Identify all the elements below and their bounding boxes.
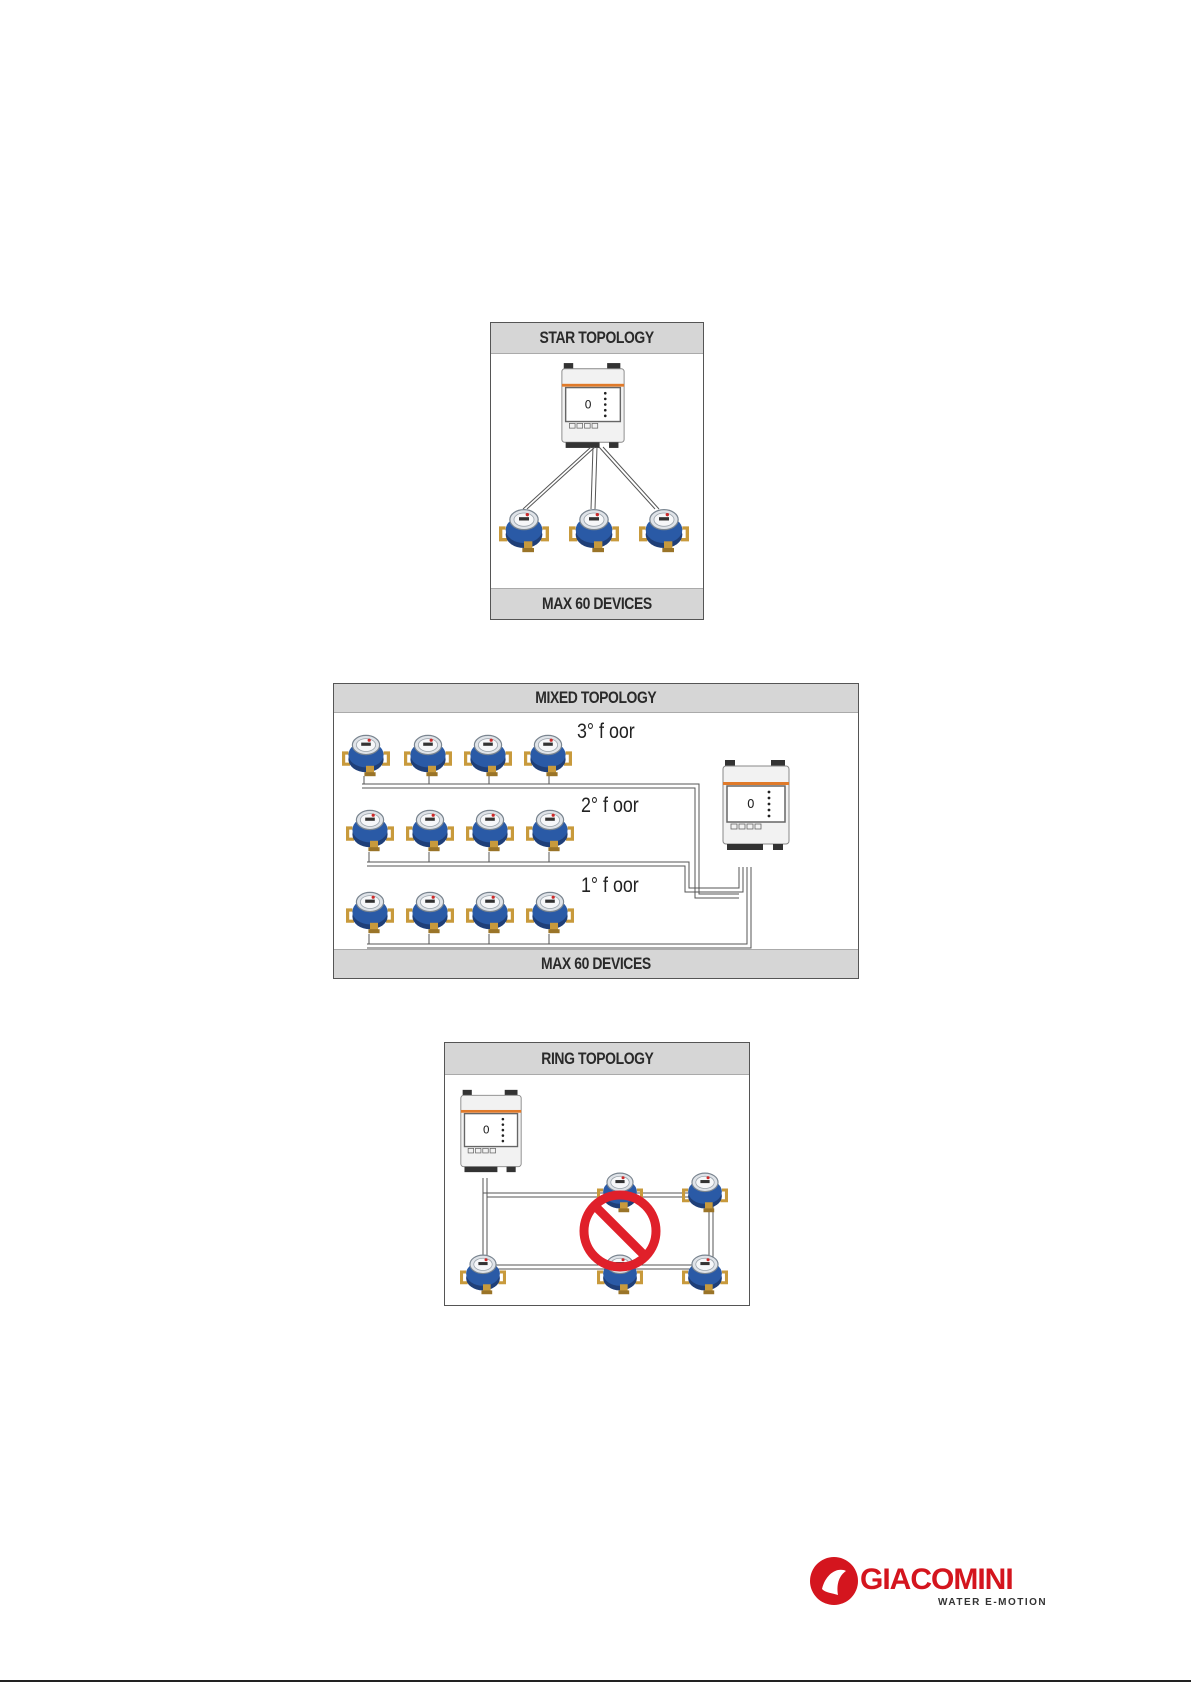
concentrator-device-icon bbox=[461, 1090, 521, 1172]
logo-tagline: WATER E-MOTION bbox=[938, 1597, 1047, 1608]
floor-2-meters bbox=[348, 810, 573, 851]
ring-topology-diagram bbox=[445, 1043, 748, 1304]
star-topology-diagram bbox=[491, 323, 702, 618]
ring-topology-panel: RING TOPOLOGY bbox=[444, 1042, 750, 1306]
mixed-max-devices: MAX 60 DEVICES bbox=[334, 949, 858, 978]
concentrator-device-icon bbox=[723, 760, 789, 850]
water-meter-icon bbox=[641, 510, 688, 553]
page-bottom-rule bbox=[0, 1680, 1191, 1682]
giacomini-logo-icon: GIACOMINI WATER E-MOTION bbox=[808, 1555, 1048, 1610]
water-meter-icon bbox=[501, 510, 548, 553]
floor-3-meters bbox=[344, 735, 571, 776]
star-max-devices: MAX 60 DEVICES bbox=[491, 588, 703, 619]
water-meter-icon bbox=[684, 1173, 727, 1212]
water-meter-icon bbox=[684, 1255, 727, 1294]
floor-1-meters bbox=[348, 892, 573, 933]
star-wiring bbox=[523, 447, 659, 509]
floor-label-2: 2° f oor bbox=[581, 794, 639, 818]
water-meter-icon bbox=[571, 510, 618, 553]
logo-brand: GIACOMINI bbox=[860, 1563, 1013, 1596]
floor-label-3: 3° f oor bbox=[577, 720, 635, 744]
floor-label-1: 1° f oor bbox=[581, 874, 639, 898]
water-meter-icon bbox=[462, 1255, 505, 1294]
star-topology-panel: STAR TOPOLOGY MAX 60 DEVICES bbox=[490, 322, 704, 620]
concentrator-device-icon bbox=[562, 363, 624, 448]
mixed-topology-panel: MIXED TOPOLOGY bbox=[333, 683, 859, 979]
